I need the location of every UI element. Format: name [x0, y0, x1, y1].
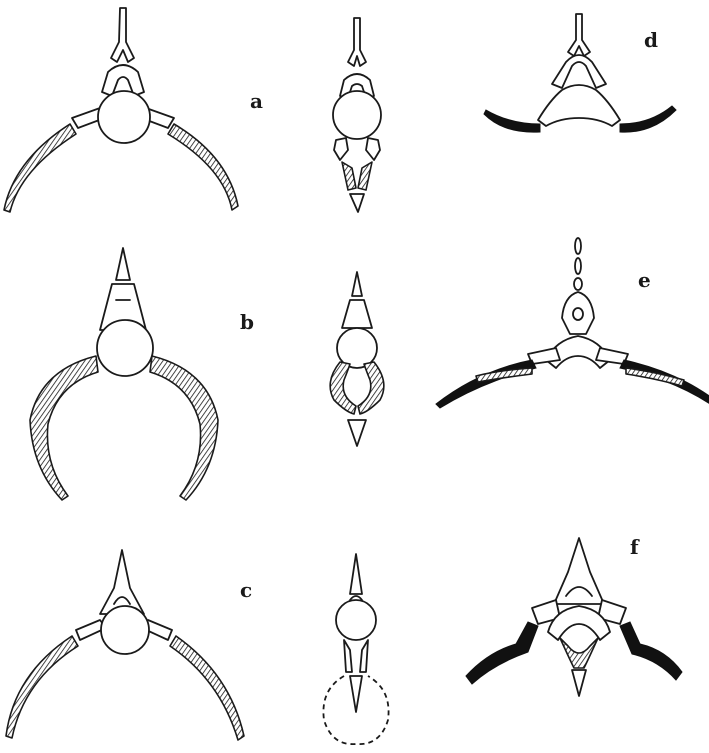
figure-c-side-view	[323, 554, 388, 744]
figure-label-b: b	[240, 312, 254, 332]
figure-label-e: e	[638, 270, 651, 290]
figure-e-vertebra	[436, 238, 709, 408]
figure-label-f: f	[630, 537, 639, 557]
figure-c-vertebra	[6, 550, 244, 740]
figure-label-a: a	[250, 91, 263, 111]
figure-f-vertebra	[466, 538, 682, 696]
figure-label-d: d	[644, 30, 658, 50]
figure-a-vertebra	[4, 8, 238, 212]
figure-label-c: c	[240, 580, 252, 600]
figure-b-vertebra	[30, 248, 218, 500]
figure-a-side-view	[333, 18, 381, 212]
figure-b-side-view	[330, 272, 384, 446]
